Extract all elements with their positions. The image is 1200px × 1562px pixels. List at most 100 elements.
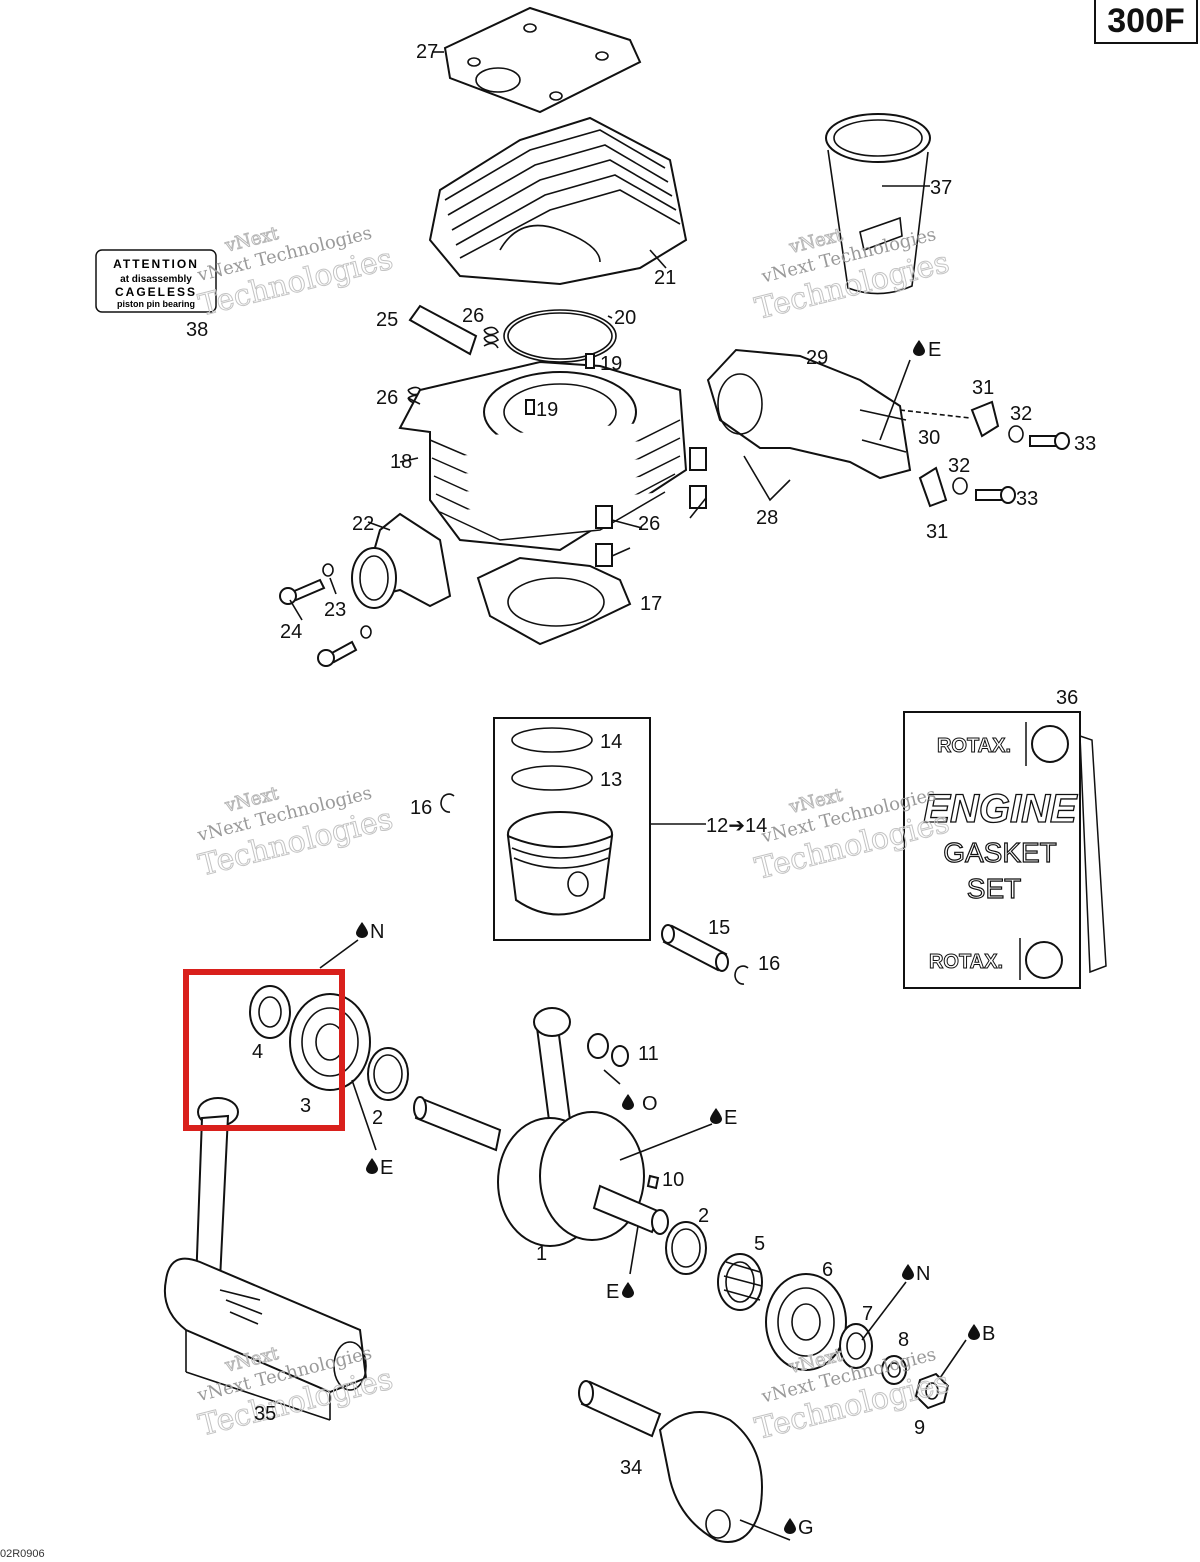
nut-9	[914, 1372, 950, 1410]
gasket-set-line3: SET	[967, 873, 1021, 904]
callout-32-top: 32	[1010, 403, 1032, 425]
callout-38: 38	[186, 319, 208, 341]
callout-27: 27	[416, 41, 438, 63]
callout-12-14: 12➔14	[706, 815, 767, 837]
callout-33-top: 33	[1074, 433, 1096, 455]
drawing-code: 02R0906	[0, 1548, 45, 1560]
spring-5	[717, 1253, 763, 1311]
callout-31-bottom: 31	[926, 521, 948, 543]
callout-3: 3	[300, 1095, 311, 1117]
head-gasket-27	[443, 6, 642, 114]
gasket-set-line1: ENGINE	[923, 787, 1078, 831]
bolt-33	[975, 432, 1070, 504]
lube-E-left: E	[366, 1157, 393, 1179]
leader-lines	[289, 51, 967, 1541]
cylinder-18	[398, 353, 688, 552]
con-rod-assembly-35	[164, 1097, 368, 1421]
svg-text:G: G	[798, 1517, 814, 1539]
bearing-6	[765, 1273, 847, 1371]
callout-18: 18	[390, 451, 412, 473]
rotax-logo-top: ROTAX.	[937, 735, 1011, 757]
lube-O: O	[622, 1093, 658, 1115]
bracket-31-top	[970, 400, 1000, 438]
callout-19-b: 19	[536, 399, 558, 421]
callout-22: 22	[352, 513, 374, 535]
washer-32	[952, 425, 1024, 495]
callout-20: 20	[614, 307, 636, 329]
callout-26-left: 26	[376, 387, 398, 409]
callout-10: 10	[662, 1169, 684, 1191]
callout-14: 14	[600, 731, 622, 753]
base-gasket-17	[476, 556, 632, 646]
seal-4	[249, 985, 291, 1039]
svg-text:O: O	[642, 1093, 658, 1115]
callout-32-bottom: 32	[948, 455, 970, 477]
cover-25	[408, 304, 478, 356]
callout-1: 1	[536, 1243, 547, 1265]
circlip-16-bottom	[734, 965, 749, 985]
callout-7: 7	[862, 1303, 873, 1325]
lube-G: G	[784, 1517, 814, 1539]
svg-text:N: N	[370, 921, 384, 943]
spring-26-top	[483, 326, 500, 349]
callout-5: 5	[754, 1233, 765, 1255]
lube-B: B	[968, 1323, 995, 1345]
bolt-24	[279, 578, 358, 667]
callout-30: 30	[918, 427, 940, 449]
svg-text:E: E	[724, 1107, 737, 1129]
callout-24: 24	[280, 621, 302, 643]
lube-E-crank: E	[710, 1107, 737, 1129]
gasket-set-line2: GASKET	[943, 837, 1057, 868]
callout-28: 28	[756, 507, 778, 529]
intake-flange-22	[351, 512, 452, 609]
circlip-16-top	[440, 793, 455, 813]
callout-23: 23	[324, 599, 346, 621]
callout-35: 35	[254, 1403, 276, 1425]
ring-2-right	[665, 1221, 707, 1275]
callout-4: 4	[252, 1041, 263, 1063]
callout-33-bottom: 33	[1016, 488, 1038, 510]
callout-13: 13	[600, 769, 622, 791]
callout-36: 36	[1056, 687, 1078, 709]
svg-text:B: B	[982, 1323, 995, 1345]
svg-text:N: N	[916, 1263, 930, 1285]
callout-29: 29	[806, 347, 828, 369]
o-ring-20	[503, 309, 617, 363]
piston-pin-15	[661, 924, 729, 972]
highlight-box	[183, 969, 345, 1131]
callout-19-a: 19	[600, 353, 622, 375]
watermark-1: vNext vNext Technologies Technologies	[195, 222, 397, 324]
callout-2-left: 2	[372, 1107, 383, 1129]
cylinder-head-21	[428, 116, 688, 286]
piston-kit-box	[493, 717, 651, 941]
svg-text:E: E	[928, 339, 941, 361]
bearing-3	[289, 993, 371, 1091]
rotax-logo-bottom: ROTAX.	[929, 951, 1003, 973]
callout-8: 8	[898, 1329, 909, 1351]
callout-21: 21	[654, 267, 676, 289]
callout-17: 17	[640, 593, 662, 615]
lube-E-shaft: E	[606, 1281, 634, 1303]
attention-label-38: ATTENTION at disassembly CAGELESS piston…	[95, 249, 217, 313]
bracket-31-bottom	[918, 466, 948, 508]
crankshaft-1	[413, 1007, 669, 1247]
callout-16-top: 16	[410, 797, 432, 819]
callout-6: 6	[822, 1259, 833, 1281]
model-tag: 300F	[1094, 0, 1198, 44]
callout-31-top: 31	[972, 377, 994, 399]
callout-15: 15	[708, 917, 730, 939]
washer-23	[322, 563, 372, 639]
springs-26-right	[595, 447, 707, 567]
exhaust-manifold-29	[706, 348, 912, 480]
gasket-set-package-36: ROTAX. ROTAX. ENGINE GASKET SET	[903, 711, 1107, 989]
watermark-2: vNext vNext Technologies Technologies	[751, 224, 953, 327]
lubricant-indicators: E N E O E E N B	[356, 339, 995, 1539]
callout-2-right: 2	[698, 1205, 709, 1227]
lube-E-top: E	[913, 339, 941, 361]
seal-7	[839, 1323, 873, 1369]
lube-N-top: N	[356, 921, 384, 943]
svg-text:E: E	[380, 1157, 393, 1179]
svg-text:E: E	[606, 1281, 619, 1303]
callout-26-top: 26	[462, 305, 484, 327]
crank-34	[578, 1380, 763, 1543]
